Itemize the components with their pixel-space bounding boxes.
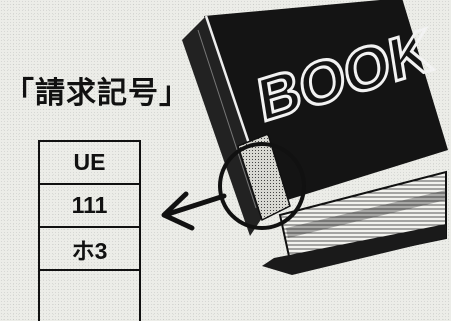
spine-label [237, 133, 291, 222]
call-number-title: 「請求記号」 [4, 76, 190, 111]
pointer-arrow [161, 191, 227, 231]
call-number-row-1: UE [40, 142, 139, 185]
call-number-label-table: UE 111 ホ3 [38, 140, 141, 321]
call-number-row-2: 111 [40, 185, 139, 228]
magnifier-circle [218, 142, 306, 230]
call-number-row-3: ホ3 [40, 228, 139, 271]
book-back-cover [262, 224, 446, 275]
